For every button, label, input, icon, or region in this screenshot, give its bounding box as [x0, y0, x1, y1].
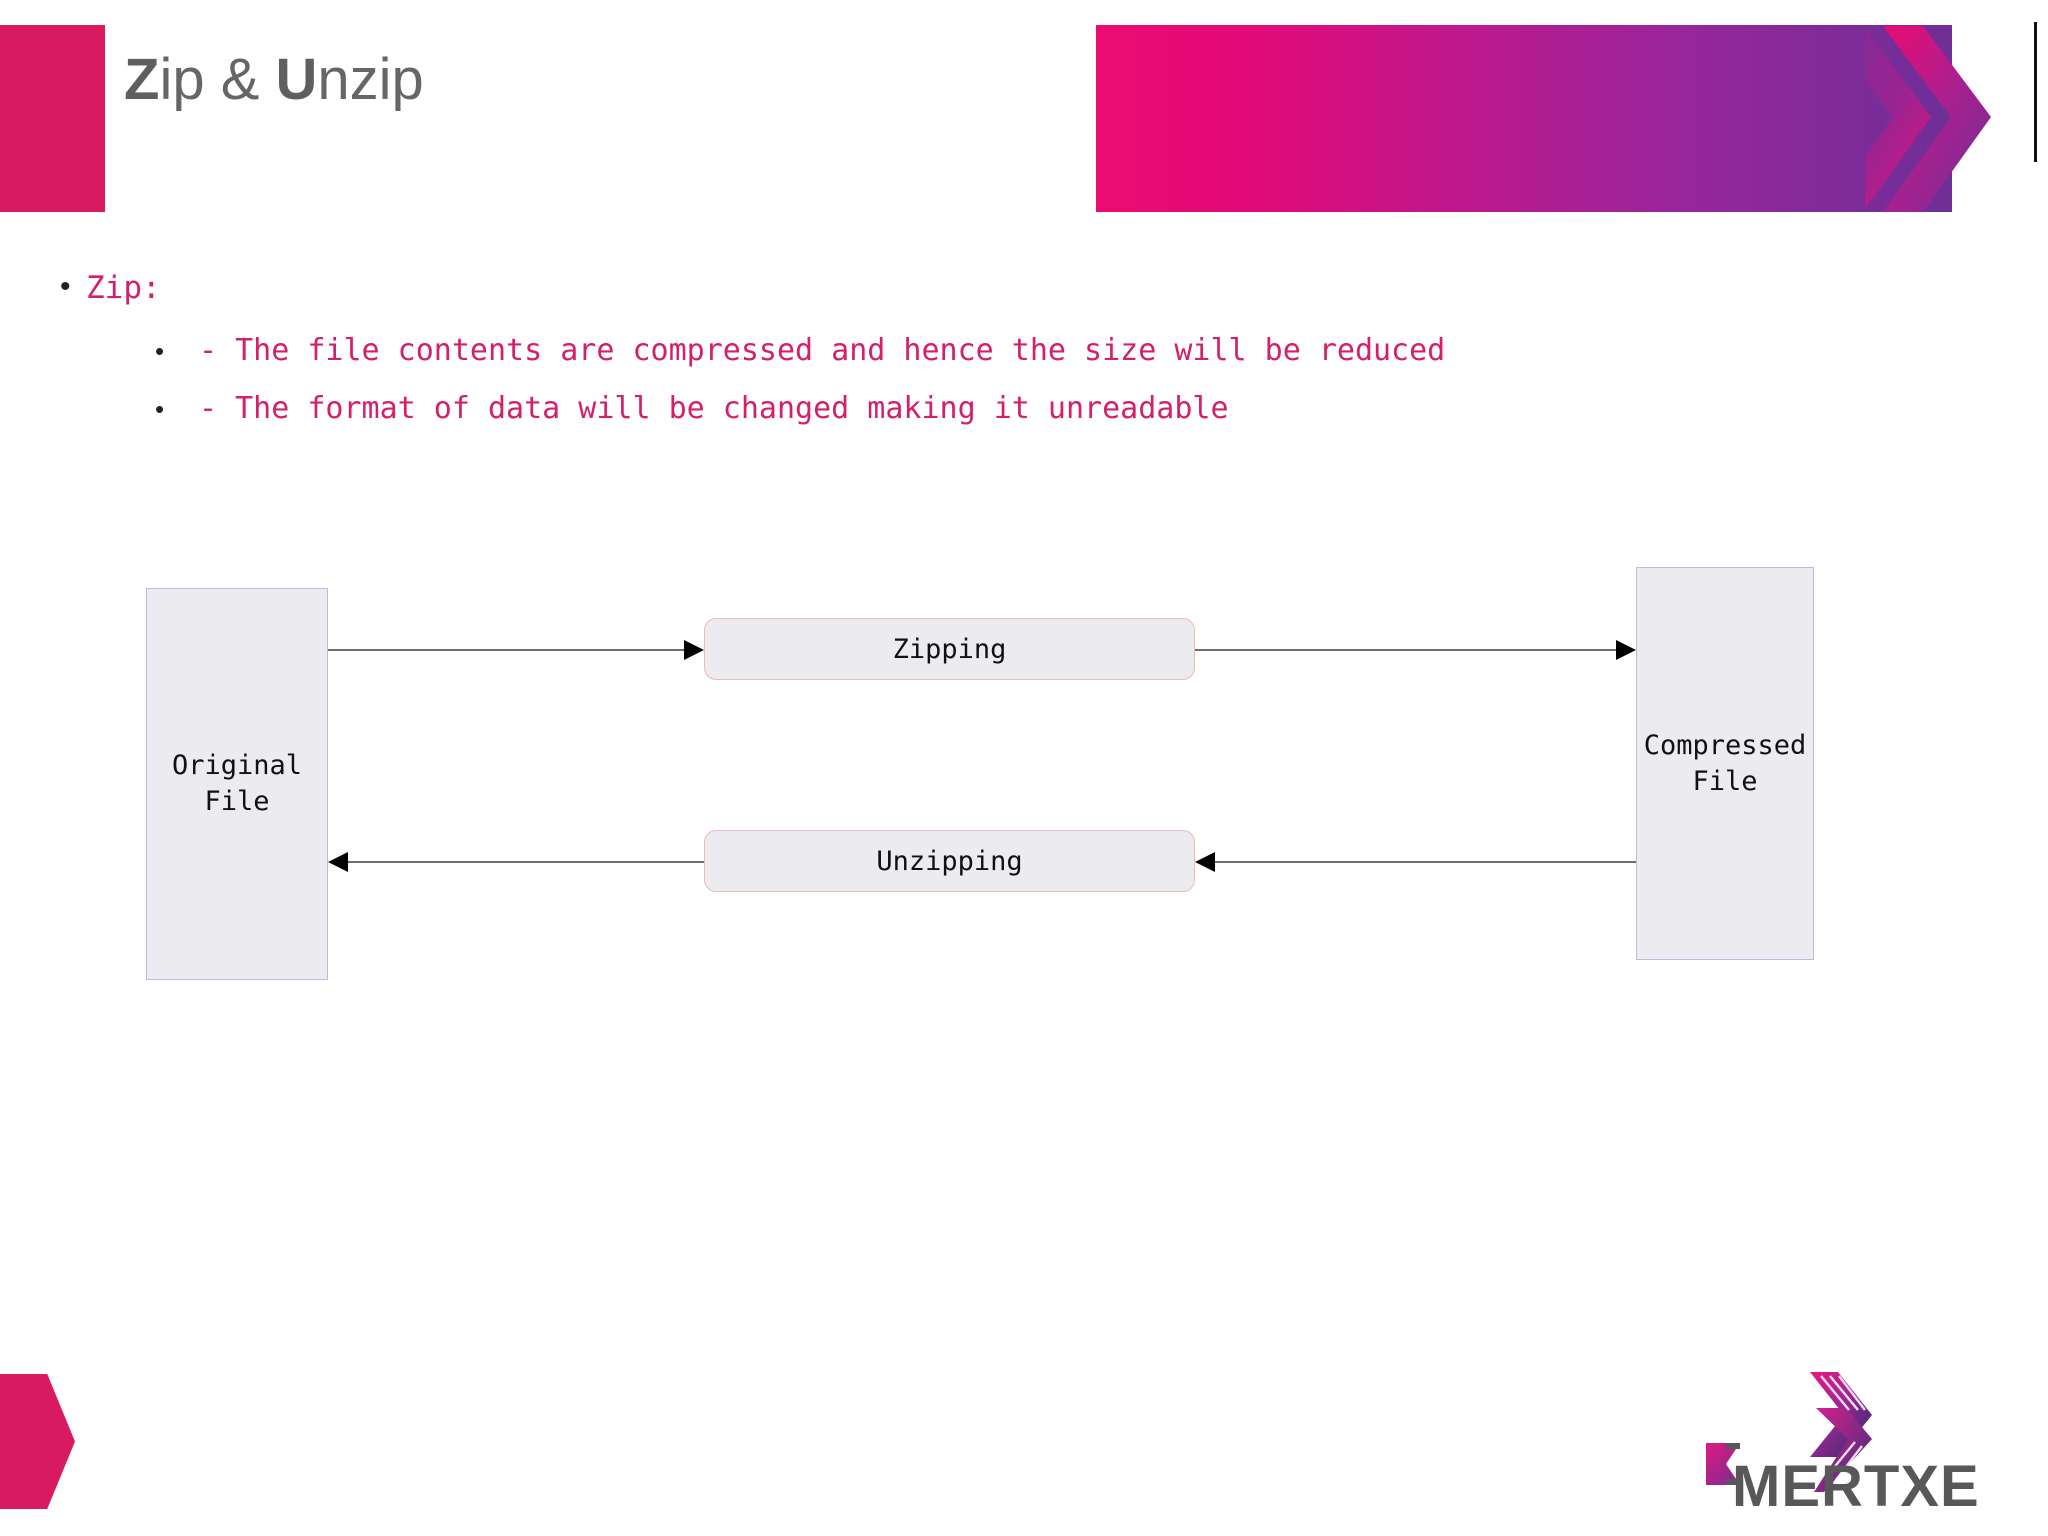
edge-line	[328, 649, 686, 651]
bullet-dot-icon: •	[155, 394, 165, 424]
list-item-label: - The file contents are compressed and h…	[199, 333, 1446, 368]
list-item-label: Zip:	[86, 270, 161, 306]
list-item: • - The file contents are compressed and…	[155, 328, 2048, 374]
header-gradient-banner	[1096, 25, 1952, 212]
bullet-dot-icon: •	[60, 270, 71, 303]
list-item-label: - The format of data will be changed mak…	[199, 391, 1229, 426]
diagram-node-original-file: Original File	[146, 588, 328, 980]
page-title-initial-z: Z	[124, 47, 160, 112]
arrow-head-left-icon	[1195, 852, 1215, 872]
bullet-list: • Zip: • - The file contents are compres…	[0, 268, 2048, 444]
edge-line	[1213, 861, 1636, 863]
page-title-initial-u: U	[275, 47, 318, 112]
arrow-head-right-icon	[1616, 640, 1636, 660]
page-title: Zip & Unzip	[124, 46, 424, 113]
edge-line	[346, 861, 704, 863]
page-title-part-1: ip &	[159, 47, 276, 112]
emertxe-logo: MERTXE	[1692, 1360, 2006, 1520]
header-accent-block	[0, 25, 105, 212]
diagram-node-compressed-file: Compressed File	[1636, 567, 1814, 960]
diagram-node-zipping: Zipping	[704, 618, 1195, 680]
header-chevron-icon	[1865, 26, 1991, 212]
list-item: • Zip:	[60, 268, 2048, 308]
page-title-part-2: nzip	[317, 47, 424, 112]
arrow-head-right-icon	[684, 640, 704, 660]
edge-line	[1195, 649, 1618, 651]
bullet-dot-icon: •	[155, 336, 165, 366]
list-item: • - The format of data will be changed m…	[155, 386, 2048, 432]
header-vertical-rule	[2034, 22, 2037, 162]
arrow-head-left-icon	[328, 852, 348, 872]
diagram-node-unzipping: Unzipping	[704, 830, 1195, 892]
emertxe-logo-text: MERTXE	[1732, 1454, 1980, 1519]
